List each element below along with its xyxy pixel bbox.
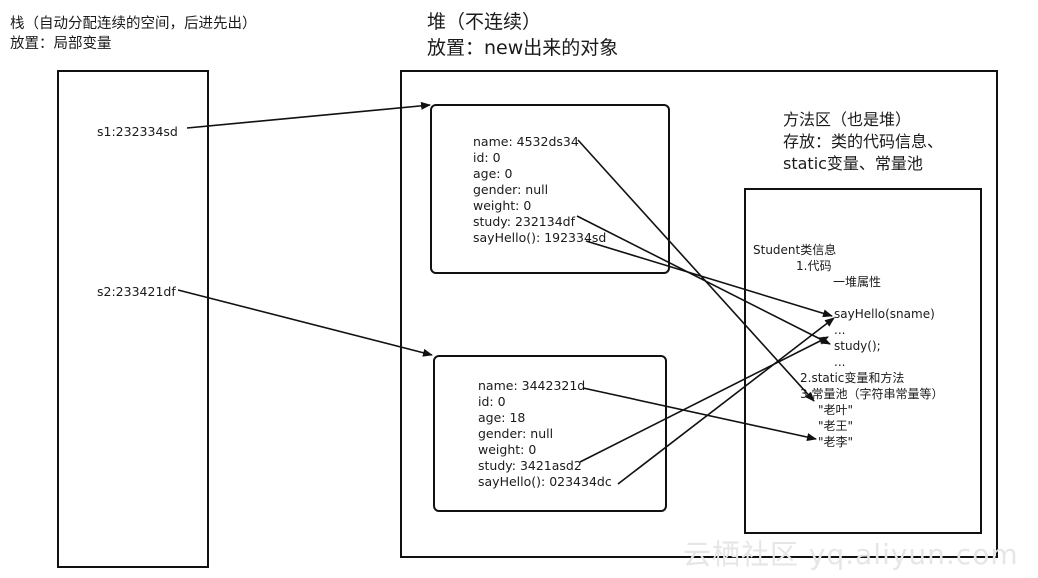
constant-str-3: "老李"	[818, 435, 854, 449]
class-info-props: 一堆属性	[833, 275, 882, 289]
method-area-box	[744, 188, 982, 534]
stack-box	[57, 70, 209, 568]
arrow-object2-study	[579, 336, 829, 463]
object1-field-name: name: 4532ds34	[473, 134, 579, 149]
object1-field-sayhello: sayHello(): 192334sd	[473, 230, 607, 245]
method-sayhello: sayHello(sname)	[834, 307, 935, 321]
object2-field-id: id: 0	[478, 394, 506, 409]
class-info-code: 1.代码	[796, 259, 832, 273]
object2-field-study: study: 3421asd2	[478, 458, 582, 473]
object1-fields: name: 4532ds34 id: 0 age: 0 gender: null…	[473, 134, 606, 246]
heap-object-s1	[430, 104, 670, 274]
heap-box	[400, 70, 998, 558]
method-area-title: 方法区（也是堆）	[783, 110, 912, 129]
object1-field-study: study: 232134df	[473, 214, 575, 229]
class-info-header: Student类信息	[753, 243, 837, 257]
class-info-static: 2.static变量和方法	[800, 371, 905, 385]
heap-subtitle: 放置：new出来的对象	[427, 37, 619, 59]
object2-field-age: age: 18	[478, 410, 526, 425]
class-info-dots1: ...	[834, 323, 846, 337]
arrow-object1-study	[576, 215, 831, 345]
arrow-s1-to-object1	[186, 101, 431, 129]
stack-var-s1: s1:232334sd	[97, 124, 178, 139]
heap-object-s2	[433, 355, 667, 512]
arrow-object1-sayhello	[585, 240, 833, 318]
arrow-s2-to-object2	[177, 289, 433, 357]
stack-title: 栈（自动分配连续的空间，后进先出）	[10, 16, 257, 32]
object2-field-gender: gender: null	[478, 426, 554, 441]
object2-field-sayhello: sayHello(): 023434dc	[478, 474, 612, 489]
method-study: study();	[834, 339, 881, 353]
object1-field-age: age: 0	[473, 166, 513, 181]
object1-field-gender: gender: null	[473, 182, 549, 197]
arrow-object1-name-to-laoye	[577, 139, 815, 402]
heap-title: 堆（不连续）	[427, 11, 542, 33]
watermark: 云栖社区 yq.aliyun.com	[683, 538, 1019, 571]
arrow-object2-name-to-laoli	[582, 387, 817, 441]
object1-field-id: id: 0	[473, 150, 501, 165]
constant-str-2: "老王"	[818, 419, 854, 433]
object1-field-weight: weight: 0	[473, 198, 532, 213]
constant-str-1: "老叶"	[818, 403, 854, 417]
class-info-pool: 3.常量池（字符串常量等）	[800, 387, 944, 401]
arrow-object2-sayhello	[617, 317, 835, 485]
class-info-dots2: ...	[834, 355, 846, 369]
object2-field-name: name: 3442321d	[478, 378, 586, 393]
method-area-line2: 存放：类的代码信息、	[783, 132, 944, 151]
object2-fields: name: 3442321d id: 0 age: 18 gender: nul…	[478, 378, 612, 490]
method-area-line3: static变量、常量池	[783, 154, 923, 173]
stack-subtitle: 放置：局部变量	[10, 36, 112, 52]
object2-field-weight: weight: 0	[478, 442, 537, 457]
stack-var-s2: s2:233421df	[97, 284, 176, 299]
